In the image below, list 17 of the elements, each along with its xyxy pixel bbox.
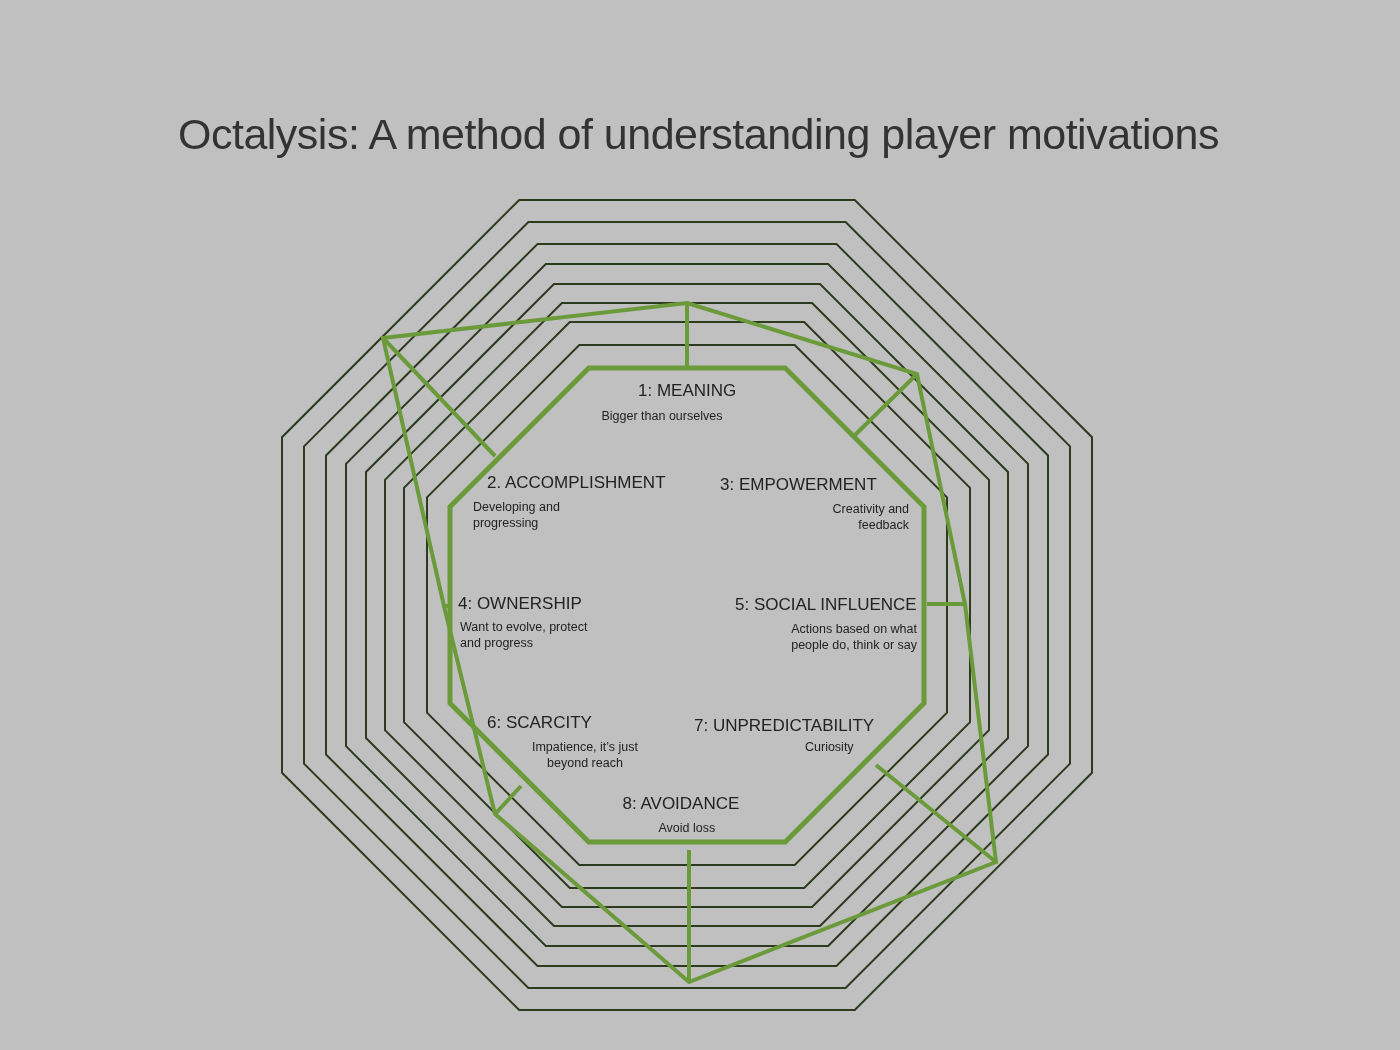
category-description: Avoid loss <box>658 820 716 836</box>
category-heading: 7: UNPREDICTABILITY <box>694 716 875 736</box>
category-description: Impatience, it’s just beyond reach <box>530 739 640 771</box>
category-heading: 5: SOCIAL INFLUENCE <box>735 595 917 615</box>
category-heading: 8: AVOIDANCE <box>622 794 740 814</box>
category-heading: 3: EMPOWERMENT <box>720 475 877 495</box>
category-heading: 6: SCARCITY <box>487 713 592 733</box>
category-description: Bigger than ourselves <box>601 408 723 424</box>
category-heading: 2. ACCOMPLISHMENT <box>487 473 666 493</box>
category-description: Actions based on what people do, think or say <box>790 621 917 653</box>
category-heading: 1: MEANING <box>638 381 737 401</box>
category-description: Curiosity <box>805 739 854 755</box>
category-description: Developing and progressing <box>473 499 561 531</box>
category-description: Creativity and feedback <box>831 501 909 533</box>
category-description: Want to evolve, protect and progress <box>460 619 589 651</box>
title: Octalysis: A method of understanding player motivations <box>178 110 1219 159</box>
category-heading: 4: OWNERSHIP <box>458 594 582 614</box>
